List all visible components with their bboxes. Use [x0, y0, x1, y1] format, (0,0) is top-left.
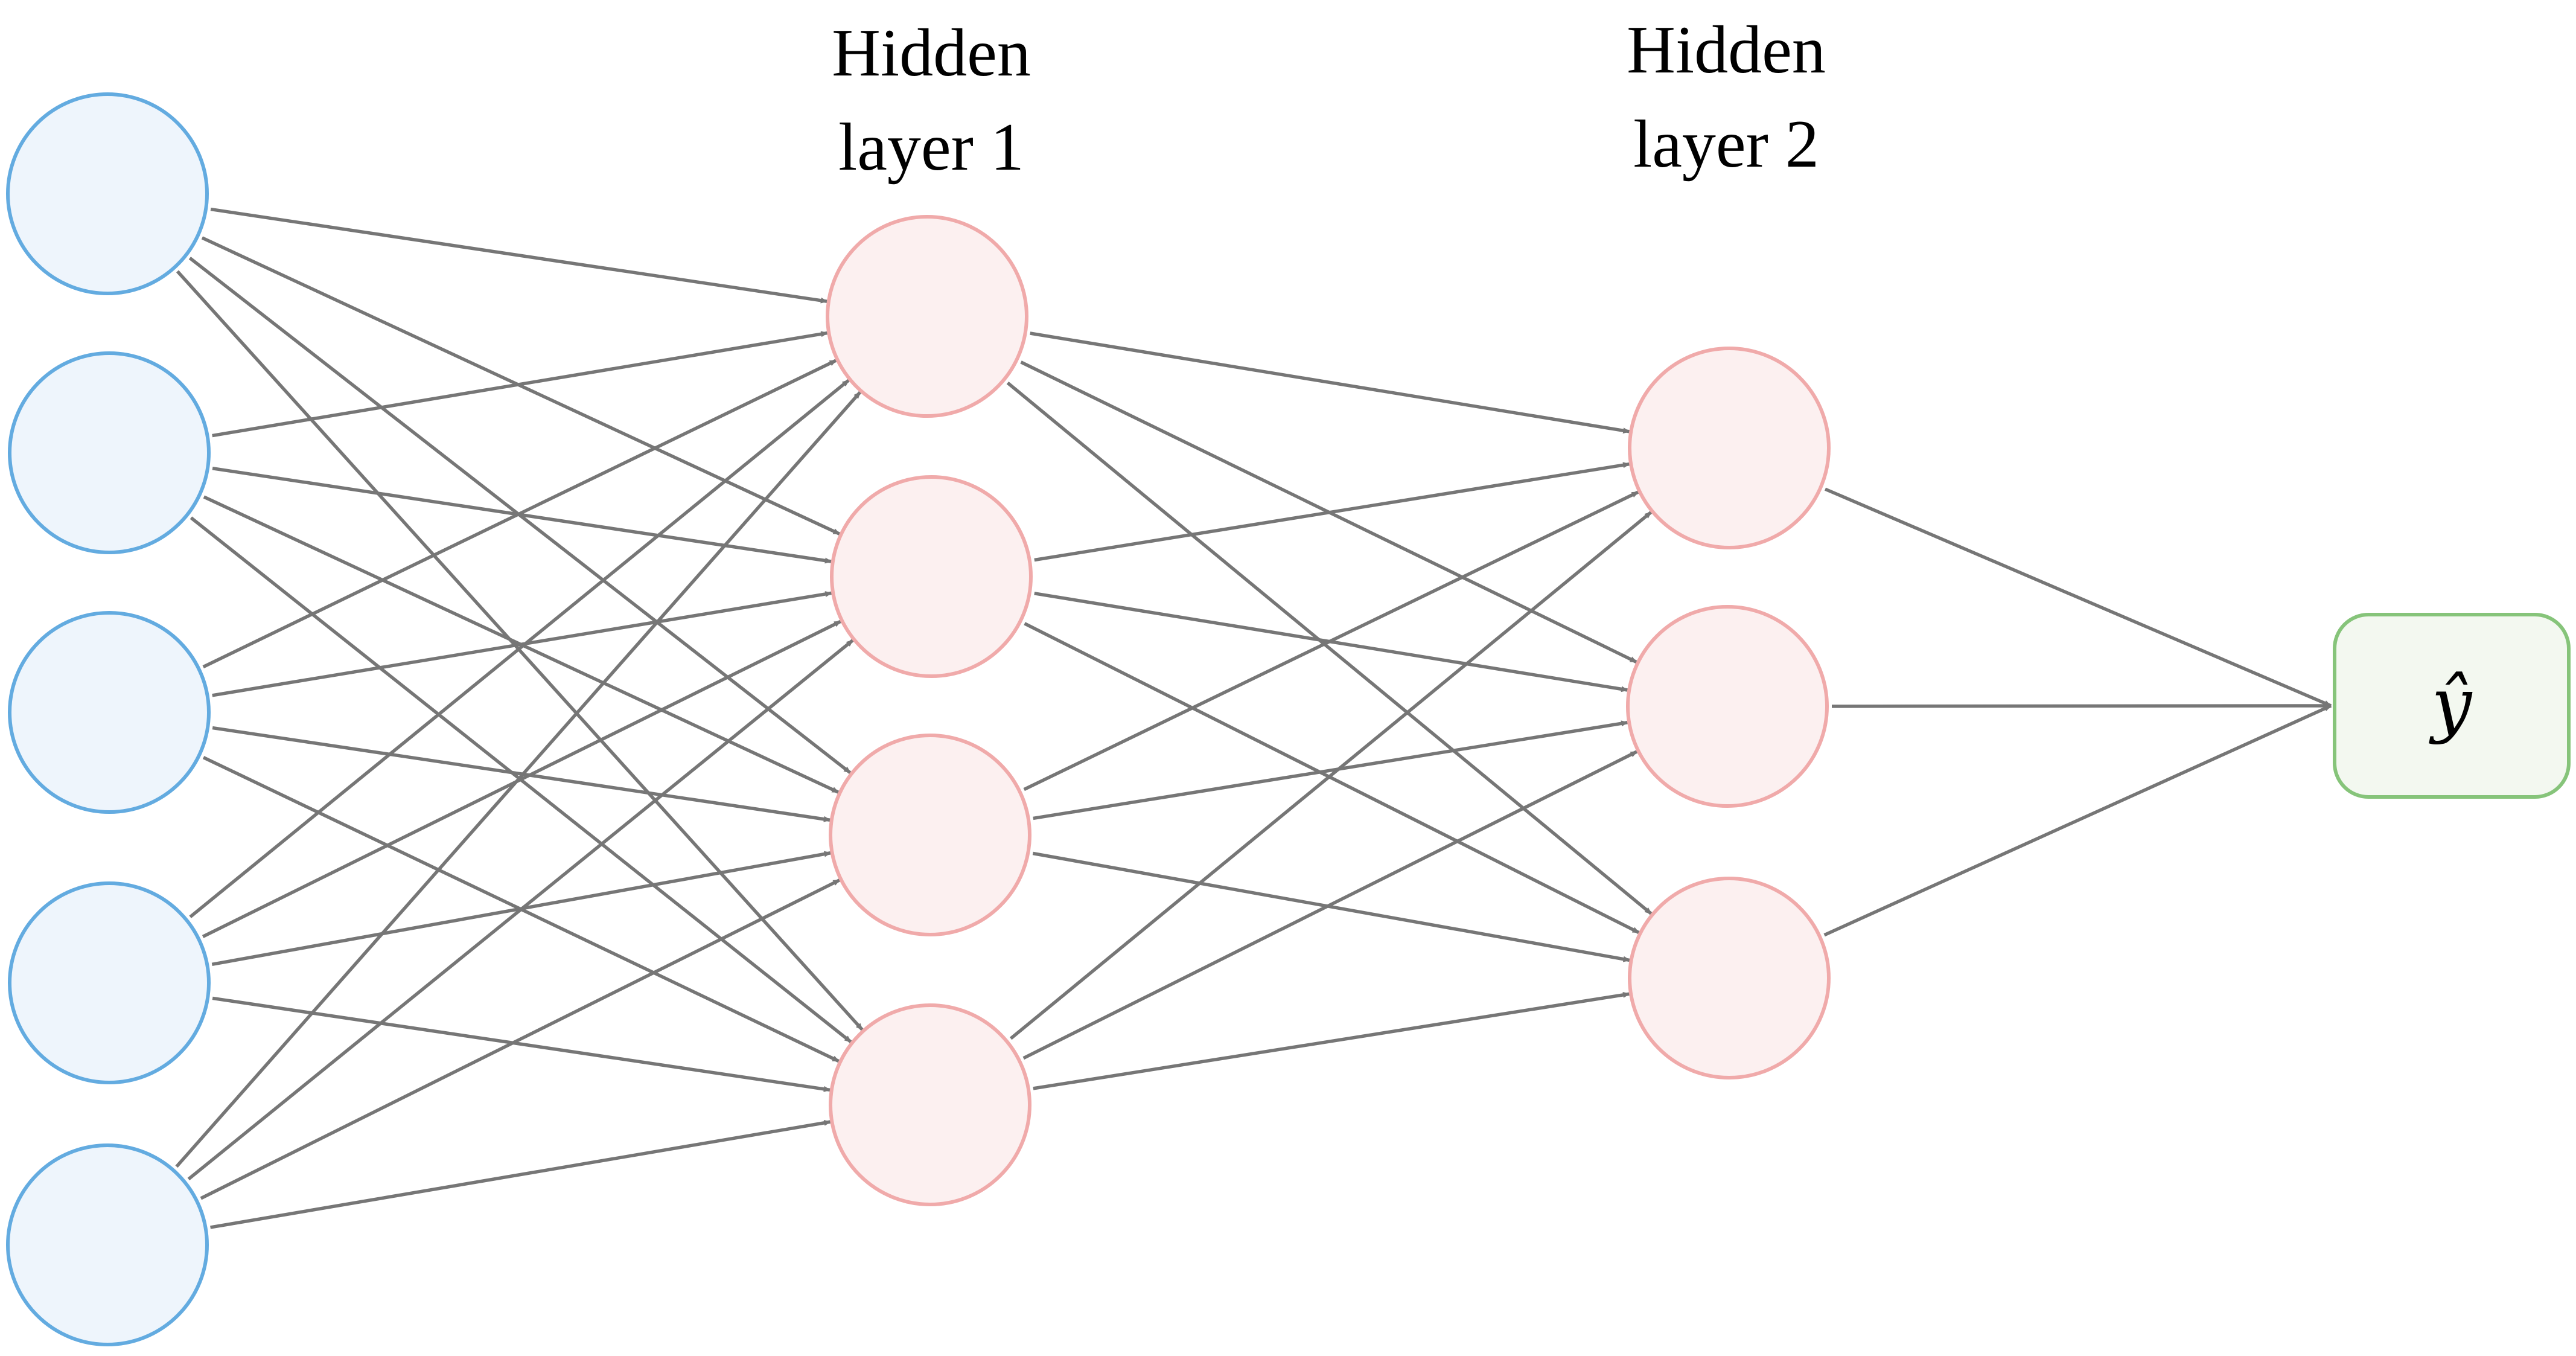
- hidden-layer-1-node-3: [829, 734, 1031, 936]
- input-node-2: [8, 351, 211, 554]
- network-nodes: ŷ: [6, 92, 2571, 1346]
- output-node: [2333, 613, 2571, 799]
- hidden1-to-hidden2-edge-4-2: [1022, 750, 1638, 1060]
- hidden-layer-1-node-2: [830, 475, 1033, 678]
- input-to-hidden1-edge-4-4: [212, 996, 831, 1092]
- hidden-layer-2-node-1: [1628, 347, 1831, 549]
- input-node-3: [8, 611, 211, 814]
- input-to-hidden1-edge-1-1: [210, 207, 828, 304]
- hidden-layer-2-node-3: [1628, 877, 1831, 1079]
- hidden-layer-2-title-line-2: layer 2: [1633, 107, 1819, 182]
- input-node-1: [6, 92, 209, 295]
- input-to-hidden1-edge-5-1: [175, 391, 862, 1168]
- input-to-hidden1-edge-5-2: [187, 639, 855, 1181]
- input-node-5: [6, 1143, 209, 1346]
- hidden-layer-1-title-line-1: Hidden: [832, 16, 1031, 91]
- input-to-hidden1-edge-5-4: [210, 1119, 832, 1229]
- input-to-hidden1-edge-3-1: [202, 359, 837, 669]
- hidden1-to-hidden2-edge-3-2: [1033, 720, 1629, 820]
- hidden-layer-1-title-line-2: layer 1: [838, 110, 1024, 185]
- hidden-layer-2-title-line-1: Hidden: [1627, 13, 1826, 88]
- input-node-4: [8, 881, 211, 1084]
- hidden1-to-hidden2-edge-2-3: [1024, 622, 1640, 935]
- hidden2-to-output-edge-3: [1823, 704, 2332, 937]
- hidden-layer-1-title: Hidden layer 1: [720, 6, 1143, 194]
- hidden1-to-hidden2-edge-4-3: [1033, 991, 1631, 1090]
- input-to-hidden1-edge-1-2: [201, 236, 841, 536]
- input-to-hidden1-edge-4-2: [202, 619, 842, 938]
- output-label: ŷ: [2429, 662, 2473, 746]
- connection-edges: [175, 207, 2332, 1229]
- input-to-hidden1-edge-3-2: [212, 591, 833, 697]
- hidden-layer-1-node-1: [826, 215, 1028, 418]
- hidden1-to-hidden2-edge-4-1: [1009, 510, 1653, 1040]
- hidden1-to-hidden2-edge-2-1: [1034, 462, 1631, 562]
- hidden1-to-hidden2-edge-1-3: [1006, 381, 1653, 915]
- hidden1-to-hidden2-edge-3-3: [1032, 851, 1631, 962]
- hidden-layer-1-node-4: [829, 1003, 1031, 1206]
- hidden1-to-hidden2-edge-1-1: [1030, 331, 1631, 434]
- hidden-layer-2-title: Hidden layer 2: [1515, 3, 1937, 191]
- input-to-hidden1-edge-4-1: [189, 379, 850, 918]
- input-to-hidden1-edge-1-4: [176, 270, 864, 1031]
- hidden1-to-hidden2-edge-3-1: [1023, 490, 1639, 792]
- input-to-hidden1-edge-5-3: [200, 878, 841, 1200]
- hidden-layer-2-node-2: [1626, 605, 1829, 808]
- input-to-hidden1-edge-2-2: [212, 467, 832, 564]
- input-to-hidden1-edge-2-1: [212, 331, 829, 438]
- hidden2-to-output-edge-1: [1824, 487, 2332, 708]
